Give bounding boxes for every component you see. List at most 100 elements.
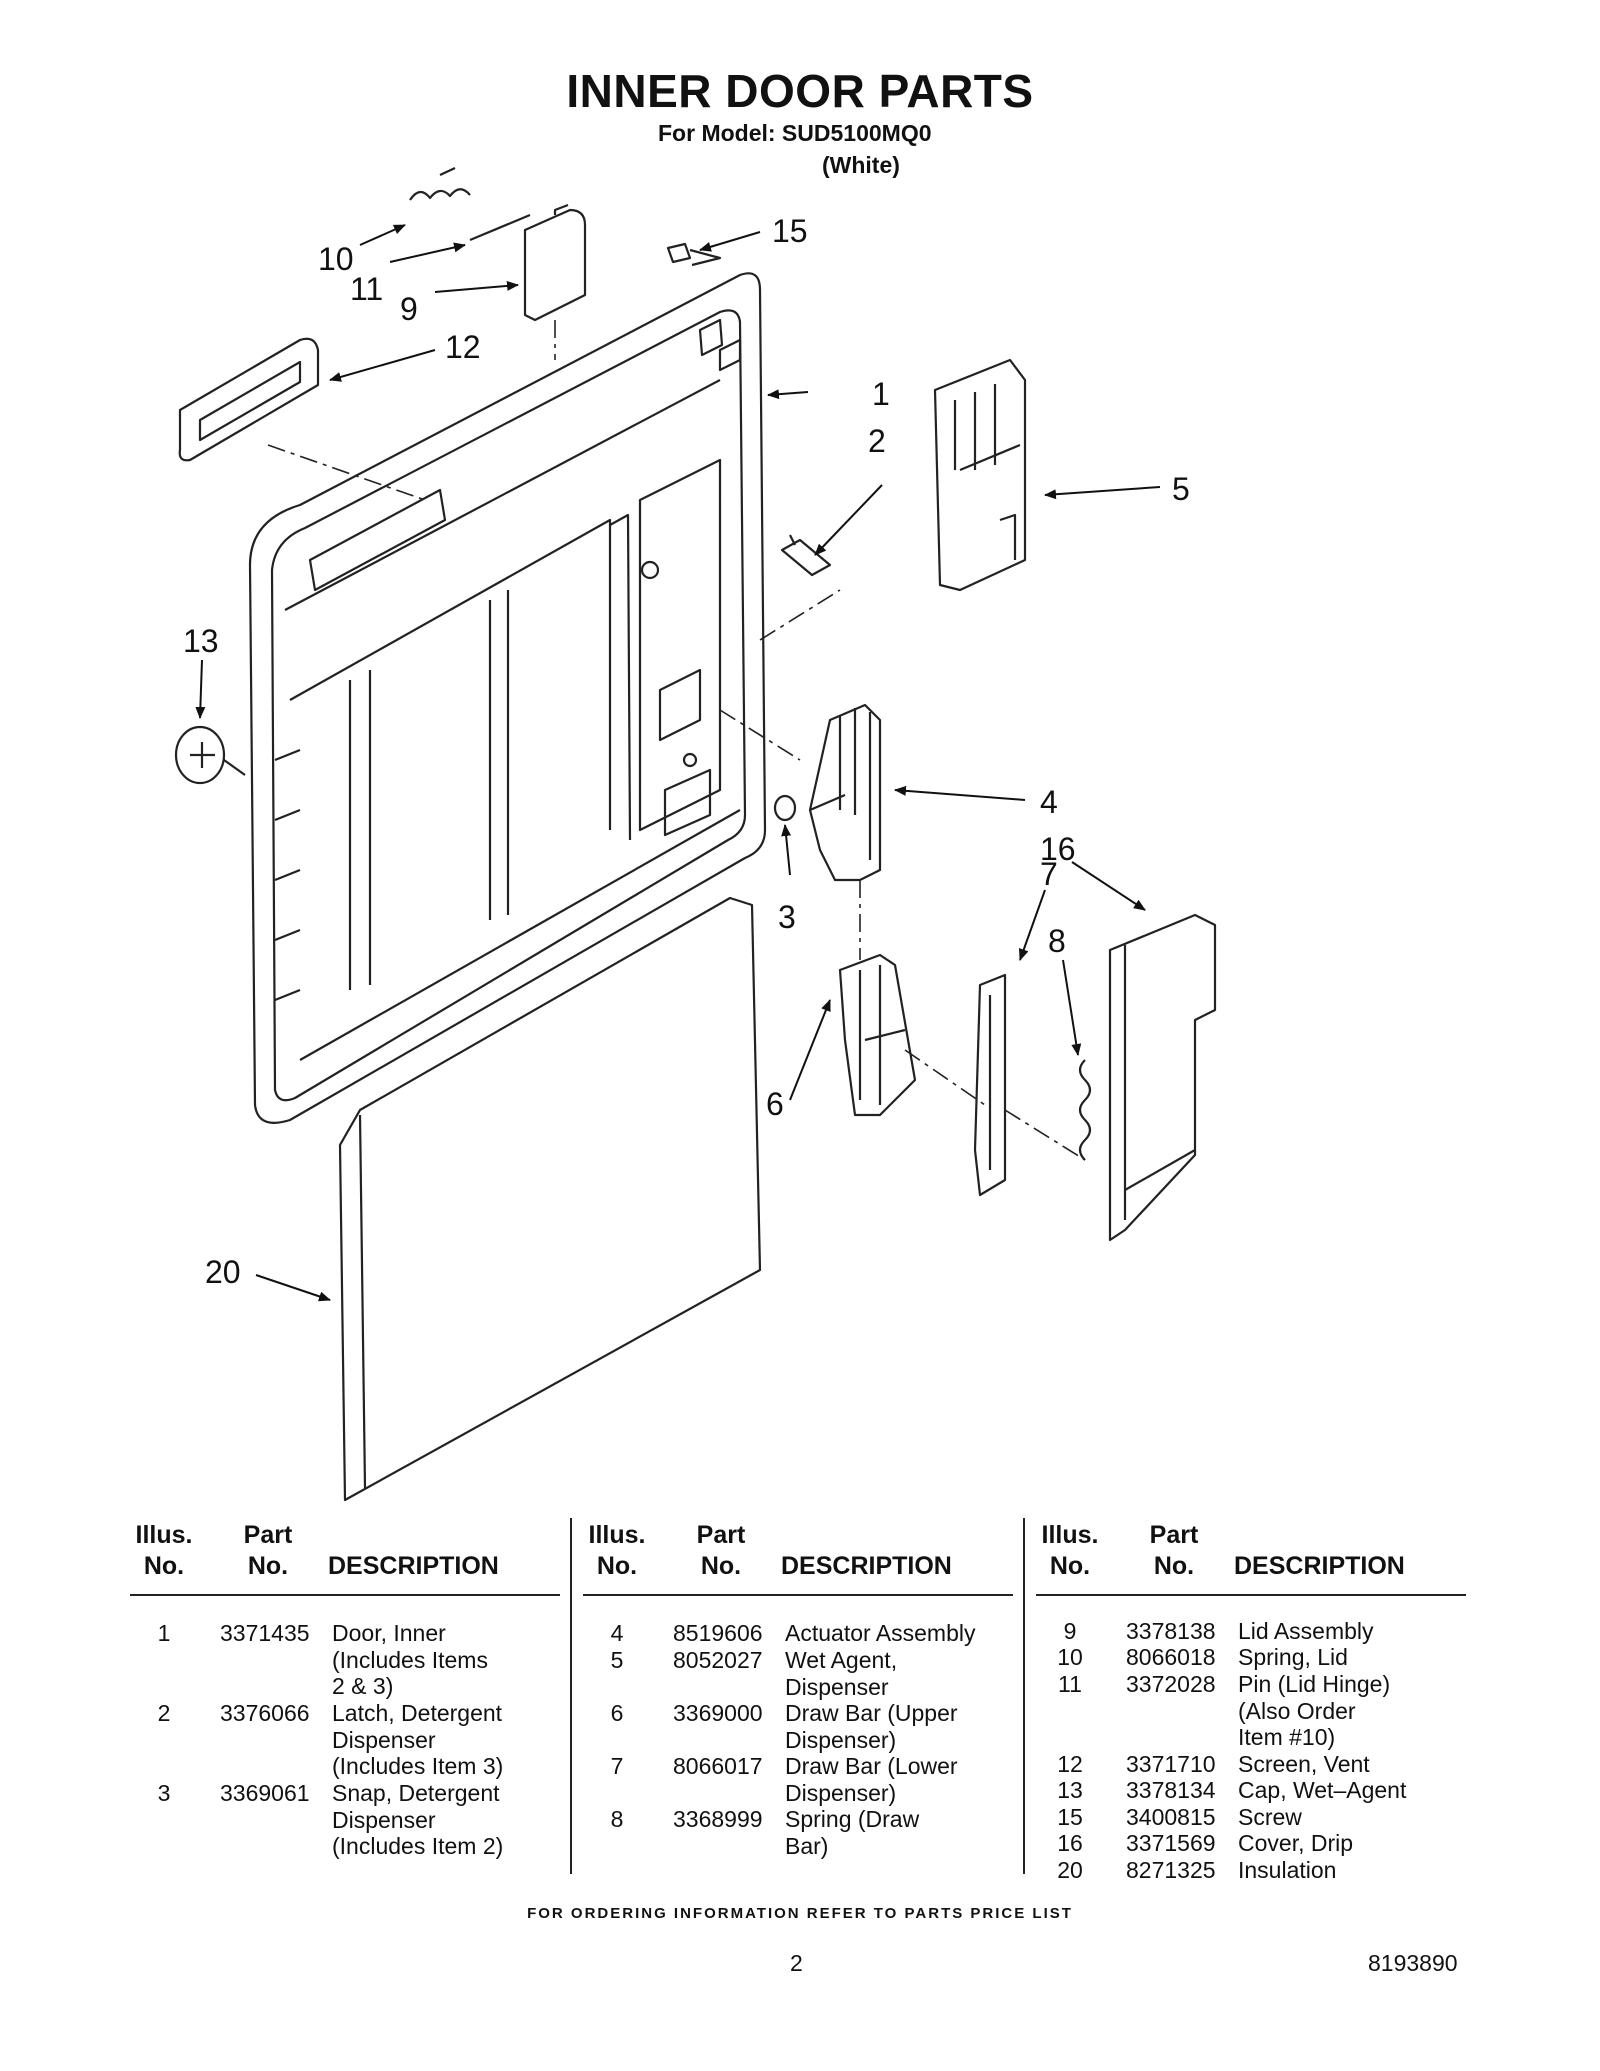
part-number: 8519606 [673, 1620, 763, 1646]
part-number: 3376066 [220, 1700, 310, 1726]
callout-8: 8 [1048, 923, 1066, 959]
illus-number: 9 [1063, 1618, 1077, 1644]
part-header-label: Part [1149, 1521, 1199, 1549]
description-header: DESCRIPTION [328, 1552, 499, 1580]
part-number: 3369061 [220, 1780, 310, 1806]
callout-3: 3 [778, 899, 796, 935]
illus-number: 15 [1057, 1804, 1083, 1830]
callout-20: 20 [205, 1254, 241, 1290]
lid-spring-part [409, 167, 471, 201]
illus-number: 10 [1057, 1644, 1083, 1670]
callout-4: 4 [1040, 784, 1058, 820]
part-number: 8052027 [673, 1647, 763, 1673]
actuator-assembly-part [808, 703, 882, 882]
no-header-label: No. [1153, 1552, 1195, 1580]
description-header: DESCRIPTION [781, 1552, 952, 1580]
part-no-header: Part No. [234, 1520, 302, 1582]
lid-hinge-pin-part [469, 213, 531, 242]
callout-2: 2 [868, 423, 886, 459]
lid-assembly-part [523, 203, 587, 322]
illus-number: 4 [610, 1620, 624, 1646]
illus-no-header: Illus. No. [1036, 1520, 1104, 1582]
part-number: 3371569 [1126, 1830, 1216, 1856]
part-number: 3369000 [673, 1700, 763, 1726]
callout-15: 15 [772, 213, 808, 249]
part-description: Wet Agent, Dispenser [785, 1647, 898, 1700]
no-header-label: No. [596, 1552, 638, 1580]
header-rule [130, 1594, 560, 1596]
illus-header-label: Illus. [588, 1521, 646, 1549]
part-description: Latch, Detergent Dispenser (Includes Ite… [332, 1700, 504, 1779]
part-no-header: Part No. [687, 1520, 755, 1582]
part-number: 3371710 [1126, 1751, 1216, 1777]
part-description: Insulation [1238, 1857, 1337, 1883]
upper-draw-bar-part [838, 953, 917, 1117]
vent-screen-part [178, 337, 320, 462]
illus-no-header: Illus. No. [583, 1520, 651, 1582]
draw-bar-spring-part [1078, 1059, 1092, 1161]
part-number: 3400815 [1126, 1804, 1216, 1830]
illus-number: 3 [157, 1780, 171, 1806]
part-description: Spring (Draw Bar) [785, 1806, 920, 1859]
wet-agent-cap-part [174, 725, 246, 785]
callout-6: 6 [766, 1086, 784, 1122]
part-description: Screw [1238, 1804, 1302, 1830]
part-description: Cover, Drip [1238, 1830, 1354, 1856]
part-description: Cap, Wet–Agent [1238, 1777, 1407, 1803]
header-rule [583, 1594, 1013, 1596]
exploded-parts-diagram: 1 2 3 4 5 6 7 8 9 10 11 12 13 15 16 20 [174, 167, 1217, 1502]
illus-header-label: Illus. [135, 1521, 193, 1549]
page-number: 2 [790, 1950, 803, 1976]
illus-number: 8 [610, 1806, 624, 1832]
illus-number: 2 [157, 1700, 171, 1726]
part-number: 3378134 [1126, 1777, 1216, 1803]
callout-9: 9 [400, 291, 418, 327]
part-number: 8066018 [1126, 1644, 1216, 1670]
part-no-header: Part No. [1140, 1520, 1208, 1582]
illus-no-header: Illus. No. [130, 1520, 198, 1582]
callout-13: 13 [183, 623, 219, 659]
illus-number: 7 [610, 1753, 624, 1779]
no-header-label: No. [143, 1552, 185, 1580]
no-header-label: No. [1049, 1552, 1091, 1580]
drip-cover-part [1108, 913, 1217, 1242]
part-description: Snap, Detergent Dispenser (Includes Item… [332, 1780, 504, 1859]
part-description: Spring, Lid [1238, 1644, 1348, 1670]
illus-number: 11 [1058, 1671, 1082, 1697]
part-description: Actuator Assembly [785, 1620, 976, 1646]
description-header: DESCRIPTION [1234, 1552, 1405, 1580]
illus-number: 1 [157, 1620, 171, 1646]
callout-7: 7 [1040, 856, 1058, 892]
part-number: 3372028 [1126, 1671, 1216, 1697]
detergent-snap-part [773, 794, 797, 822]
page-title: INNER DOOR PARTS [566, 65, 1034, 117]
part-header-label: Part [243, 1521, 293, 1549]
part-number: 3378138 [1126, 1618, 1216, 1644]
ordering-note: FOR ORDERING INFORMATION REFER TO PARTS … [527, 1905, 1073, 1922]
model-line: For Model: SUD5100MQ0 [658, 120, 932, 146]
illus-number: 12 [1057, 1751, 1083, 1777]
no-header-label: No. [247, 1552, 289, 1580]
no-header-label: No. [700, 1552, 742, 1580]
callout-10: 10 [318, 241, 354, 277]
part-description: Door, Inner (Includes Items 2 & 3) [332, 1620, 488, 1699]
part-number: 8271325 [1126, 1857, 1216, 1883]
illus-number: 20 [1057, 1857, 1083, 1883]
callout-11: 11 [350, 271, 383, 307]
inner-door-part [248, 272, 767, 1124]
part-number: 3368999 [673, 1806, 763, 1832]
column-divider [1023, 1518, 1025, 1874]
callout-12: 12 [445, 329, 481, 365]
illus-number: 5 [610, 1647, 624, 1673]
illus-header-label: Illus. [1041, 1521, 1099, 1549]
part-description: Draw Bar (Upper Dispenser) [785, 1700, 958, 1753]
document-number: 8193890 [1368, 1950, 1458, 1976]
insulation-part [338, 896, 762, 1502]
column-divider [570, 1518, 572, 1874]
illus-number: 16 [1057, 1830, 1083, 1856]
callout-16: 16 [1040, 831, 1076, 867]
color-line: (White) [822, 152, 900, 178]
part-description: Screen, Vent [1238, 1751, 1370, 1777]
callout-1: 1 [872, 376, 890, 412]
lower-draw-bar-part [973, 973, 1007, 1197]
